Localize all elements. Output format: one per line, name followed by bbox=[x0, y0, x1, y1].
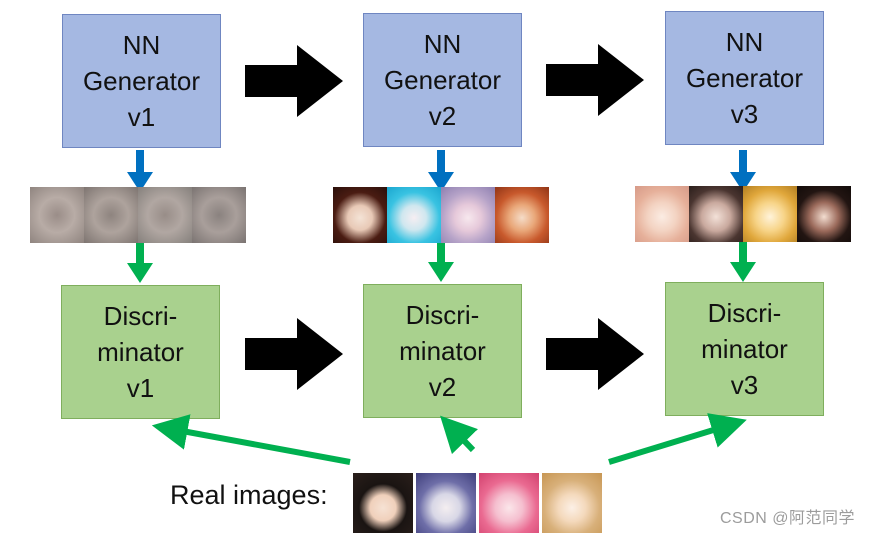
discriminator-v2-line2: minator bbox=[399, 336, 486, 366]
green-arrow-real-to-v2 bbox=[440, 415, 478, 455]
blue-arrow-v2 bbox=[428, 150, 454, 192]
generated-samples-v3 bbox=[635, 186, 857, 242]
generated-samples-v2 bbox=[333, 187, 551, 243]
real-image-1 bbox=[353, 473, 413, 533]
discriminator-v1-line3: v1 bbox=[126, 373, 155, 403]
generator-v3-line3: v3 bbox=[730, 99, 759, 129]
blurry-sample-image bbox=[30, 187, 84, 243]
discriminator-v1-box: Discri- minator v1 bbox=[61, 285, 220, 419]
anime-sample-image bbox=[797, 186, 851, 242]
watermark: CSDN @阿范同学 bbox=[719, 510, 855, 527]
generator-v2-line1: NN bbox=[423, 29, 462, 59]
blurry-sample-image bbox=[84, 187, 138, 243]
blurry-sample-image bbox=[192, 187, 246, 243]
generator-v2-line2: Generator bbox=[383, 65, 502, 95]
discriminator-v3-line2: minator bbox=[701, 334, 788, 364]
big-arrow-disc-2-3 bbox=[546, 318, 644, 390]
generator-v2-line3: v2 bbox=[428, 101, 457, 131]
anime-sample-image bbox=[387, 187, 441, 243]
anime-sample-image bbox=[689, 186, 743, 242]
real-image-3 bbox=[479, 473, 539, 533]
generator-v1-line3: v1 bbox=[127, 102, 156, 132]
real-image-2 bbox=[416, 473, 476, 533]
big-arrow-gen-1-2 bbox=[245, 45, 343, 117]
green-arrow-real-to-v1 bbox=[151, 414, 351, 465]
anime-sample-image bbox=[743, 186, 797, 242]
generator-v1-box: NN Generator v1 bbox=[62, 14, 221, 148]
real-images-label: Real images: bbox=[170, 480, 328, 510]
discriminator-v3-box: Discri- minator v3 bbox=[665, 282, 824, 416]
discriminator-v1-line1: Discri- bbox=[103, 301, 178, 331]
generator-v1-line2: Generator bbox=[82, 66, 201, 96]
anime-sample-image bbox=[441, 187, 495, 243]
generator-v3-box: NN Generator v3 bbox=[665, 11, 824, 145]
blurry-sample-image bbox=[138, 187, 192, 243]
discriminator-v1-line2: minator bbox=[97, 337, 184, 367]
generated-samples-v1 bbox=[30, 187, 250, 243]
green-arrow-v1 bbox=[127, 241, 153, 283]
anime-sample-image bbox=[495, 187, 549, 243]
generator-v3-line2: Generator bbox=[685, 63, 804, 93]
green-arrow-real-to-v3 bbox=[608, 413, 747, 465]
blue-arrow-v3 bbox=[730, 150, 756, 192]
anime-sample-image bbox=[333, 187, 387, 243]
green-arrow-v3 bbox=[730, 240, 756, 282]
anime-sample-image bbox=[635, 186, 689, 242]
discriminator-v2-line1: Discri- bbox=[405, 300, 480, 330]
discriminator-v2-box: Discri- minator v2 bbox=[363, 284, 522, 418]
generator-v3-line1: NN bbox=[725, 27, 764, 57]
blue-arrow-v1 bbox=[127, 150, 153, 192]
generator-v2-box: NN Generator v2 bbox=[363, 13, 522, 147]
generator-v1-line1: NN bbox=[122, 30, 161, 60]
discriminator-v2-line3: v2 bbox=[428, 372, 457, 402]
big-arrow-disc-1-2 bbox=[245, 318, 343, 390]
discriminator-v3-line1: Discri- bbox=[707, 298, 782, 328]
real-image-4 bbox=[542, 473, 602, 533]
discriminator-v3-line3: v3 bbox=[730, 370, 759, 400]
big-arrow-gen-2-3 bbox=[546, 44, 644, 116]
green-arrow-v2 bbox=[428, 240, 454, 282]
